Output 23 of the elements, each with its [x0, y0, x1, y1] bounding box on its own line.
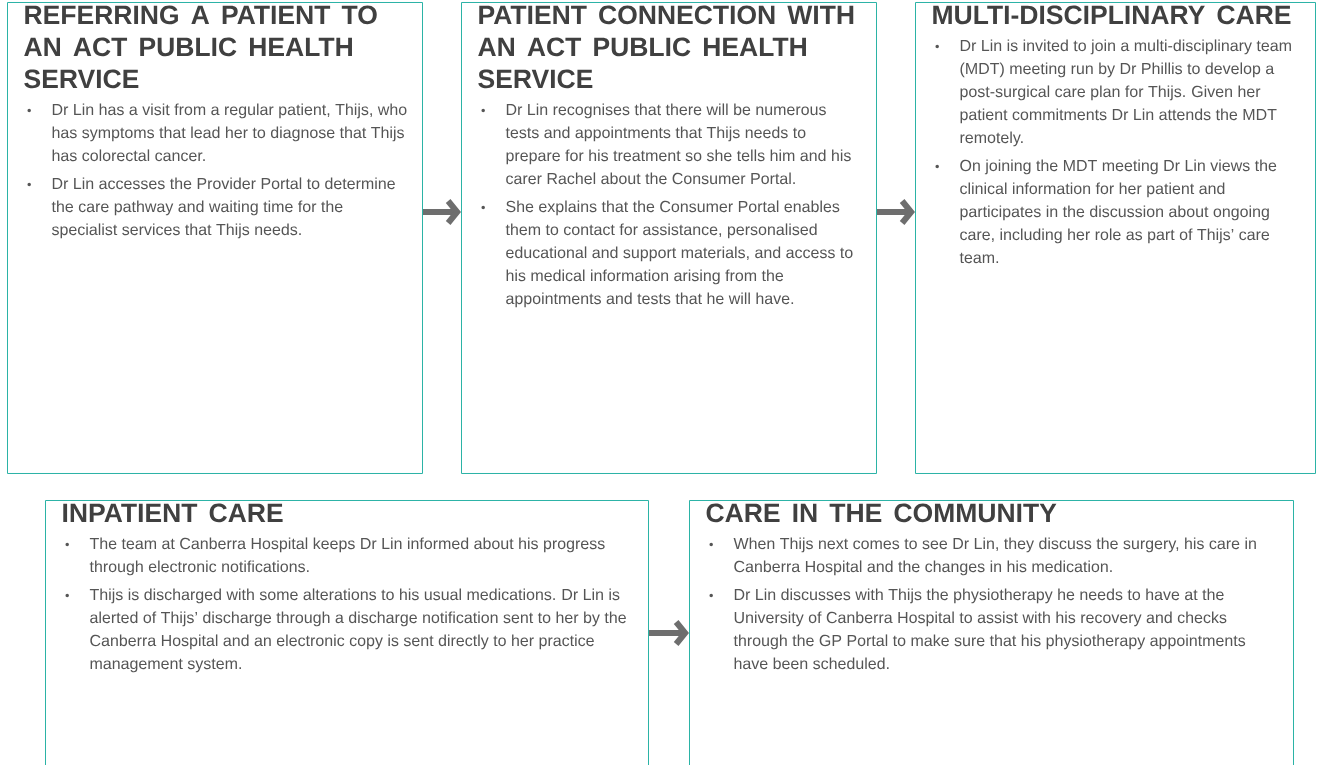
- bullet-text: She explains that the Consumer Portal enables them to contact for assistance, personalised educational and support materials, and access to his medical information arising from the appointments and tests that he will have.: [505, 200, 853, 308]
- step-heading: INPATIENT CARE: [63, 503, 283, 523]
- bullet-text: Thijs is discharged with some alterations to his usual medications. Dr Lin is alerted of Thijs’ discharge through a discharge notification sent to her by the Canberra Hospital and an electronic copy is sent directly to her practice management system.: [89, 588, 626, 673]
- bullet-text: Dr Lin discusses with Thijs the physiotherapy he needs to have at the University of Canberra Hospital to assist with his recovery and checks through the GP Portal to make sure that his physiotherapy appointments have been scheduled.: [733, 588, 1246, 670]
- step-heading: CARE IN THE COMMUNITY: [706, 503, 1057, 523]
- step-box: [461, 2, 877, 474]
- bullet-text: Dr Lin has a visit from a regular patient, Thijs, who has symptoms that lead her to diagnose that Thijs has colorectal cancer.: [52, 103, 407, 162]
- arrow: [877, 199, 915, 225]
- bullet-text: Dr Lin is invited to join a multi-disciplinary team (MDT) meeting run by Dr Phillis to develop a post-surgical care plan for Thijs. Given her patient commitments Dr Lin attends the MDT remotely.: [960, 39, 1291, 147]
- arrow: [649, 620, 689, 646]
- step-box: [915, 2, 1316, 474]
- bullet-text: Dr Lin accesses the Provider Portal to determine the care pathway and waiting time for the specialist services that Thijs needs.: [51, 177, 395, 239]
- bullet-text: When Thijs next comes to see Dr Lin, they discuss the surgery, his care in Canberra Hospital and the changes in his medication.: [733, 537, 1256, 576]
- step-box: [689, 500, 1294, 765]
- bullet-text: The team at Canberra Hospital keeps Dr Lin informed about his progress through electronic notifications.: [89, 537, 605, 576]
- step-heading: REFERRING A PATIENT TO AN ACT PUBLIC HEALTH SERVICE: [24, 5, 377, 89]
- step-box: [45, 500, 649, 765]
- step-heading: MULTI-DISCIPLINARY CARE: [933, 5, 1291, 25]
- arrow: [423, 199, 461, 225]
- step-box: [7, 2, 423, 474]
- bullet-text: On joining the MDT meeting Dr Lin views the clinical information for her patient and participates in the discussion about ongoing care, including her role as part of Thijs’ care team.: [959, 159, 1277, 264]
- step-heading: PATIENT CONNECTION WITH AN ACT PUBLIC HEALTH SERVICE: [478, 5, 854, 89]
- bullet-text: Dr Lin recognises that there will be numerous tests and appointments that Thijs needs to prepare for his treatment so she tells him and his carer Rachel about the Consumer Portal.: [505, 103, 851, 185]
